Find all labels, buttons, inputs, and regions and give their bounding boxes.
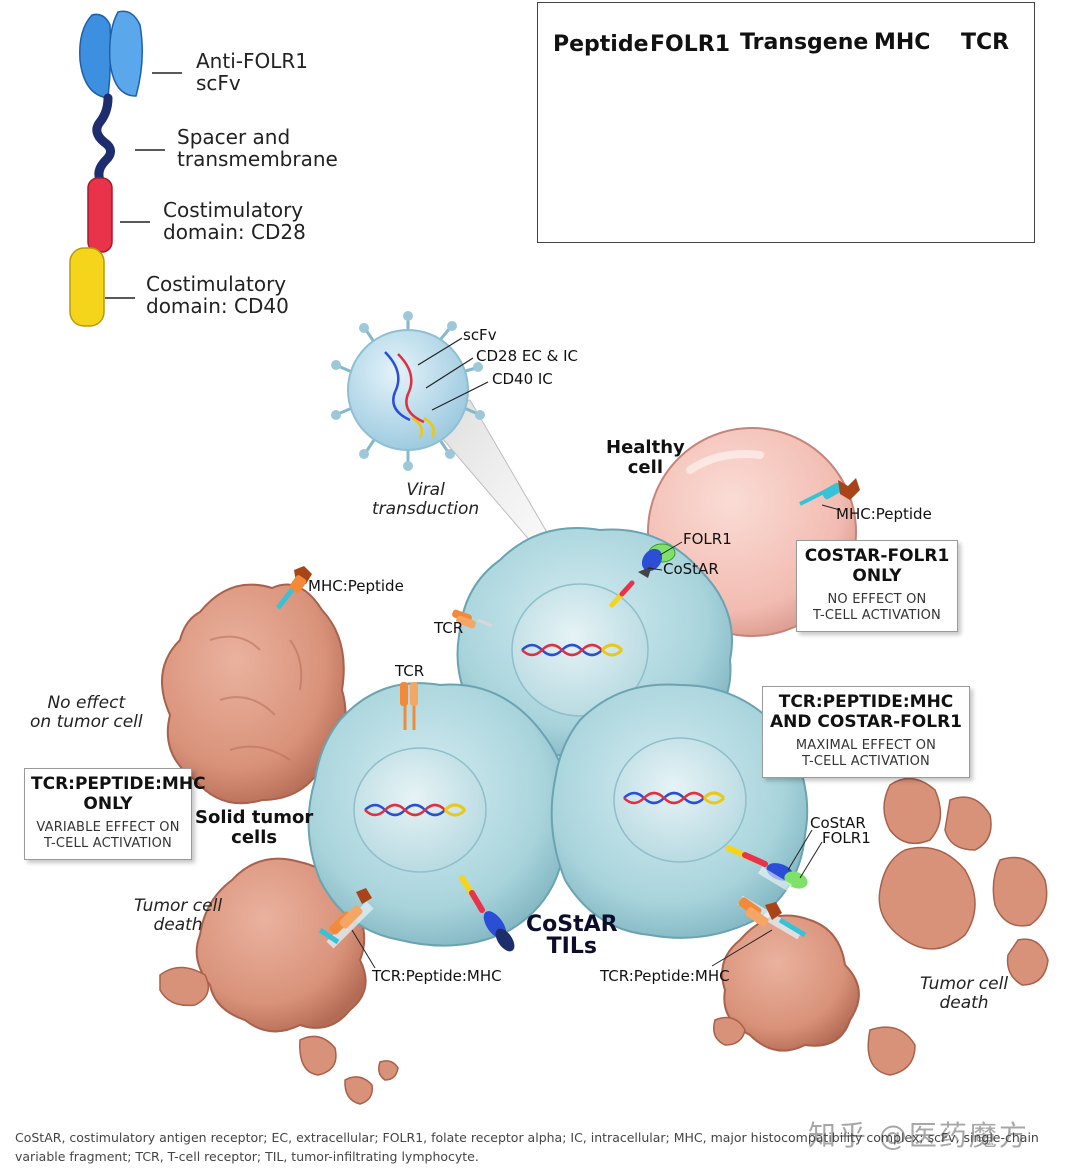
label-mhc-peptide-tumor: MHC:Peptide — [308, 577, 404, 595]
box-tcr-and-line2: AND COSTAR-FOLR1 — [770, 711, 962, 732]
leader-lines — [351, 541, 823, 969]
label-folr1-healthy: FOLR1 — [683, 530, 732, 548]
label-virus-cd28: CD28 EC & IC — [476, 347, 578, 365]
right-synapse-costar-folr1 — [725, 845, 808, 892]
key-mhc: MHC — [874, 30, 931, 55]
tcr-top — [452, 609, 493, 629]
tcr-pmhc-left-synapse — [318, 888, 374, 949]
label-tcr-pmhc-right: TCR:Peptide:MHC — [600, 967, 730, 985]
mhc-peptide-healthy — [799, 478, 860, 506]
costar-inner — [609, 580, 635, 608]
tumor-cell-top-left — [161, 566, 347, 805]
box-costar-only-sub: NO EFFECT ON T-CELL ACTIVATION — [813, 592, 941, 623]
label-virus-cd40: CD40 IC — [492, 370, 553, 388]
transgene-dna-strands — [364, 643, 726, 817]
label-costim-cd28: Costimulatory domain: CD28 — [163, 198, 306, 244]
mhc-peptide-tumor-left — [276, 566, 312, 610]
watermark: 知乎 @医药魔方 — [808, 1119, 1029, 1152]
box-tcr-and-sub: MAXIMAL EFFECT ON T-CELL ACTIVATION — [795, 738, 937, 769]
label-tcr-top: TCR — [434, 619, 464, 637]
right-synapse-tcr-pmhc — [737, 895, 807, 940]
label-anti-folr1-scfv: Anti-FOLR1 scFv — [196, 49, 308, 95]
box-tcr-and-costar: TCR:PEPTIDE:MHC AND COSTAR-FOLR1 MAXIMAL… — [762, 686, 970, 778]
box-tcr-only-line1: TCR:PEPTIDE:MHC — [31, 774, 206, 794]
label-tumor-death-right: Tumor cell death — [920, 974, 1009, 1013]
box-costar-only: COSTAR-FOLR1 ONLY NO EFFECT ON T-CELL AC… — [796, 540, 958, 632]
label-costar-healthy: CoStAR — [663, 560, 719, 578]
box-costar-only-line2: ONLY — [852, 565, 902, 586]
tcr-left-cell — [400, 682, 418, 730]
costar-bottom-left-cell — [459, 875, 515, 952]
label-viral-transduction: Viral transduction — [372, 480, 480, 519]
label-costar-right: CoStAR — [810, 814, 866, 832]
label-mhc-peptide-healthy: MHC:Peptide — [836, 505, 932, 523]
key-legend-box — [537, 2, 1035, 243]
box-costar-only-line1: COSTAR-FOLR1 — [804, 546, 950, 566]
label-spacer-transmembrane: Spacer and transmembrane — [177, 125, 338, 171]
key-tcr: TCR — [961, 30, 1010, 55]
key-folr1: FOLR1 — [650, 32, 730, 57]
box-tcr-only-line2: ONLY — [83, 793, 133, 814]
label-virus-scfv: scFv — [463, 326, 497, 344]
label-healthy-cell: Healthy cell — [606, 437, 685, 478]
label-tcr-pmhc-left: TCR:Peptide:MHC — [372, 967, 502, 985]
box-tcr-only-sub: VARIABLE EFFECT ON T-CELL ACTIVATION — [36, 820, 180, 851]
costar-healthy-contact — [638, 543, 676, 578]
label-tcr-left: TCR — [395, 662, 425, 680]
tumor-cells-bottom-right — [713, 777, 1049, 1076]
viral-vector — [331, 311, 489, 471]
label-costim-cd40: Costimulatory domain: CD40 — [146, 272, 289, 318]
key-transgene: Transgene — [740, 30, 869, 55]
til-surface-receptors — [318, 543, 808, 952]
tumor-cells-bottom-left — [159, 857, 399, 1105]
box-tcr-only: TCR:PEPTIDE:MHC ONLY VARIABLE EFFECT ON … — [24, 768, 206, 860]
footnote-abbreviations: CoStAR, costimulatory antigen receptor; … — [15, 1130, 1039, 1165]
box-tcr-and-line1: TCR:PEPTIDE:MHC — [778, 692, 954, 712]
label-folr1-right: FOLR1 — [822, 829, 871, 847]
key-peptide: Peptide — [553, 32, 649, 57]
label-tumor-death-left: Tumor cell death — [134, 896, 223, 935]
label-solid-tumor-cells: Solid tumor cells — [195, 807, 314, 848]
label-no-effect: No effect on tumor cell — [30, 693, 143, 732]
label-costar-tils: CoStAR TILs — [526, 912, 618, 959]
costar-receptor-illustration — [69, 10, 182, 327]
